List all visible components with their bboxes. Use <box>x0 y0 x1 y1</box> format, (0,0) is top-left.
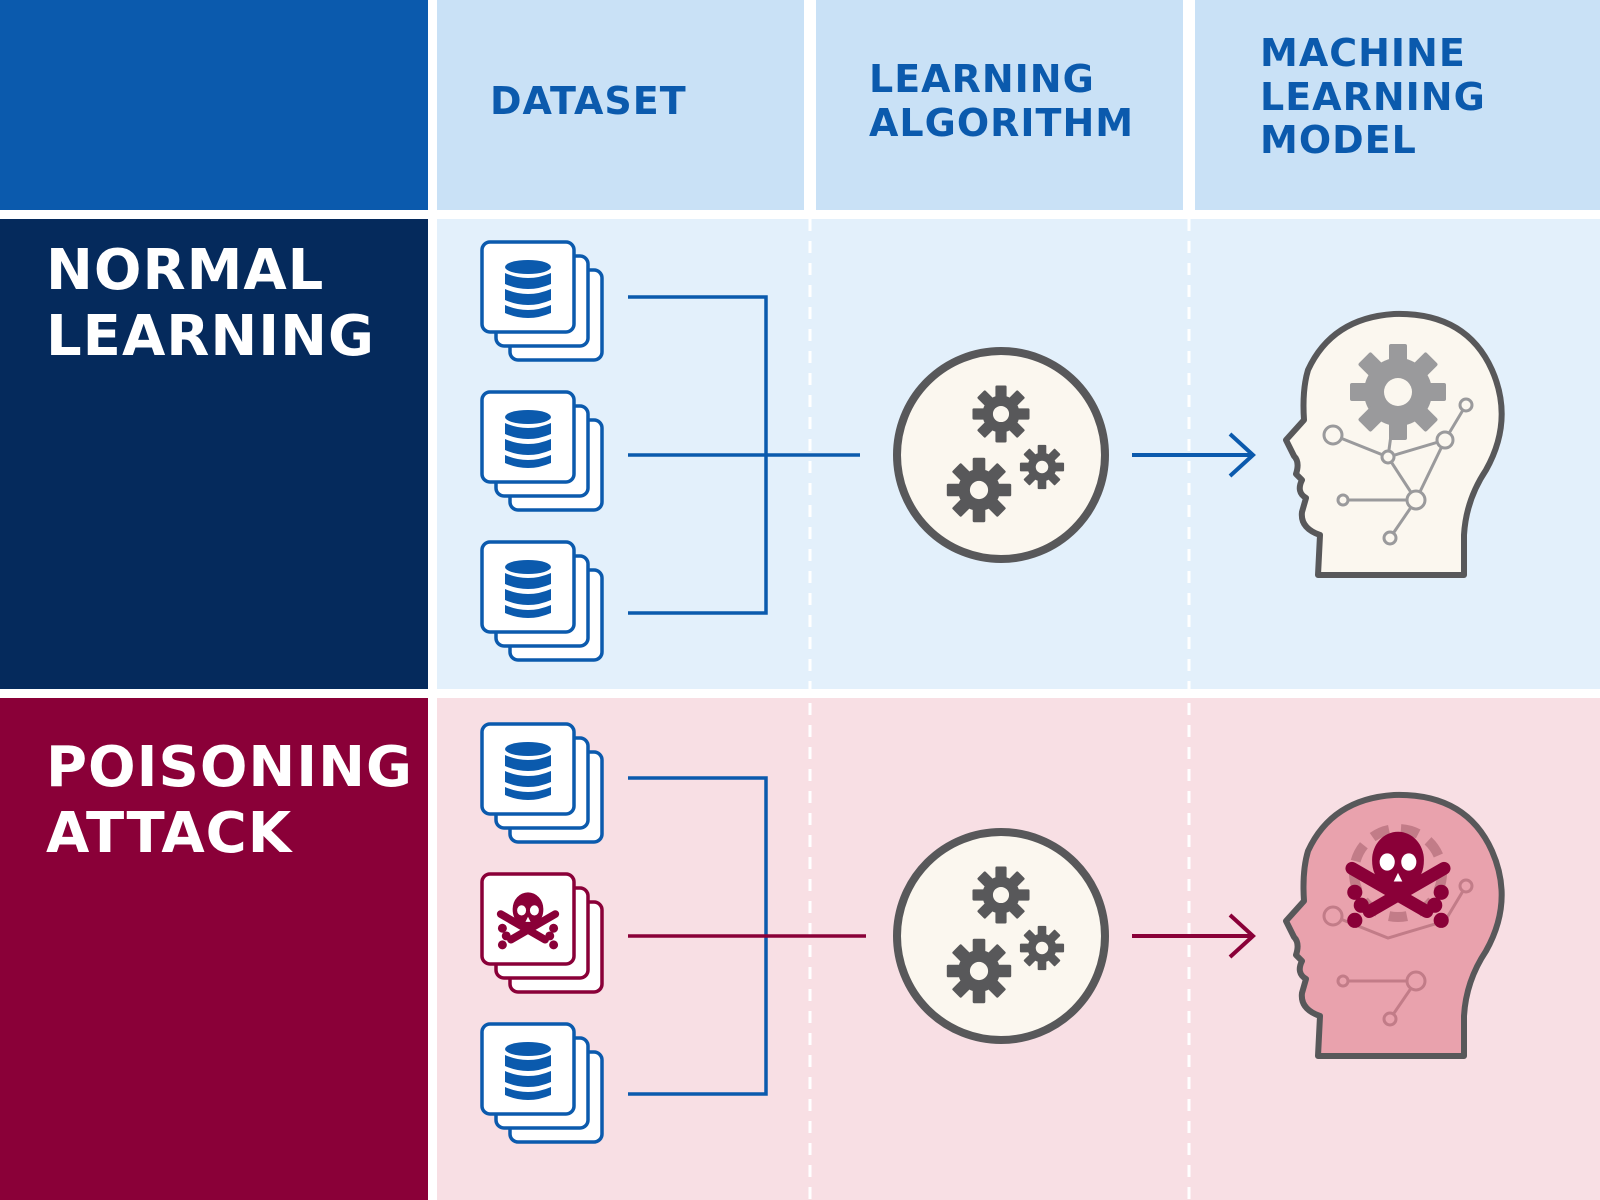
machine-learning-model-header: MACHINE LEARNING MODEL <box>1260 31 1486 163</box>
row-label-line: LEARNING <box>46 304 375 370</box>
skull-crossbones-icon <box>482 874 602 992</box>
algorithm-header-line: ALGORITHM <box>869 100 1135 145</box>
attack-merge-lines <box>628 776 866 1096</box>
learning-algorithm-header: LEARNING ALGORITHM <box>869 57 1135 145</box>
database-icon <box>480 1022 604 1144</box>
algorithm-header-cell <box>816 0 1183 210</box>
model-header-line: MACHINE <box>1260 31 1466 75</box>
normal-merge-lines <box>628 295 860 615</box>
model-header-cell <box>1195 0 1600 210</box>
database-icon <box>480 540 604 662</box>
database-icon <box>480 390 604 512</box>
row-label-line: NORMAL <box>46 238 325 303</box>
corner-cell <box>0 0 428 210</box>
dataset-header-cell <box>437 0 804 210</box>
algorithm-header-line: LEARNING <box>869 57 1095 101</box>
poisoned-head-icon <box>1286 795 1502 1056</box>
normal-row-label-cell <box>0 219 428 689</box>
attack-row-label-cell <box>0 698 428 1200</box>
dataset-header-label: DATASET <box>490 79 687 123</box>
model-header-line: LEARNING <box>1260 74 1486 119</box>
normal-learning-label: NORMAL LEARNING <box>46 238 375 370</box>
row-label-line: POISONING <box>46 735 413 800</box>
gears-icon <box>893 828 1109 1044</box>
gears-icon <box>893 347 1109 563</box>
normal-arrow <box>1132 432 1256 478</box>
head-brain-icon <box>1286 314 1502 575</box>
database-icon <box>480 240 604 362</box>
poisoning-attack-label: POISONING ATTACK <box>46 735 413 867</box>
attack-arrow <box>1132 913 1256 959</box>
database-icon <box>480 722 604 844</box>
row-label-line: ATTACK <box>46 801 293 867</box>
model-header-line: MODEL <box>1260 118 1417 163</box>
column-dividers <box>808 219 1191 1200</box>
dataset-header: DATASET <box>490 79 687 124</box>
